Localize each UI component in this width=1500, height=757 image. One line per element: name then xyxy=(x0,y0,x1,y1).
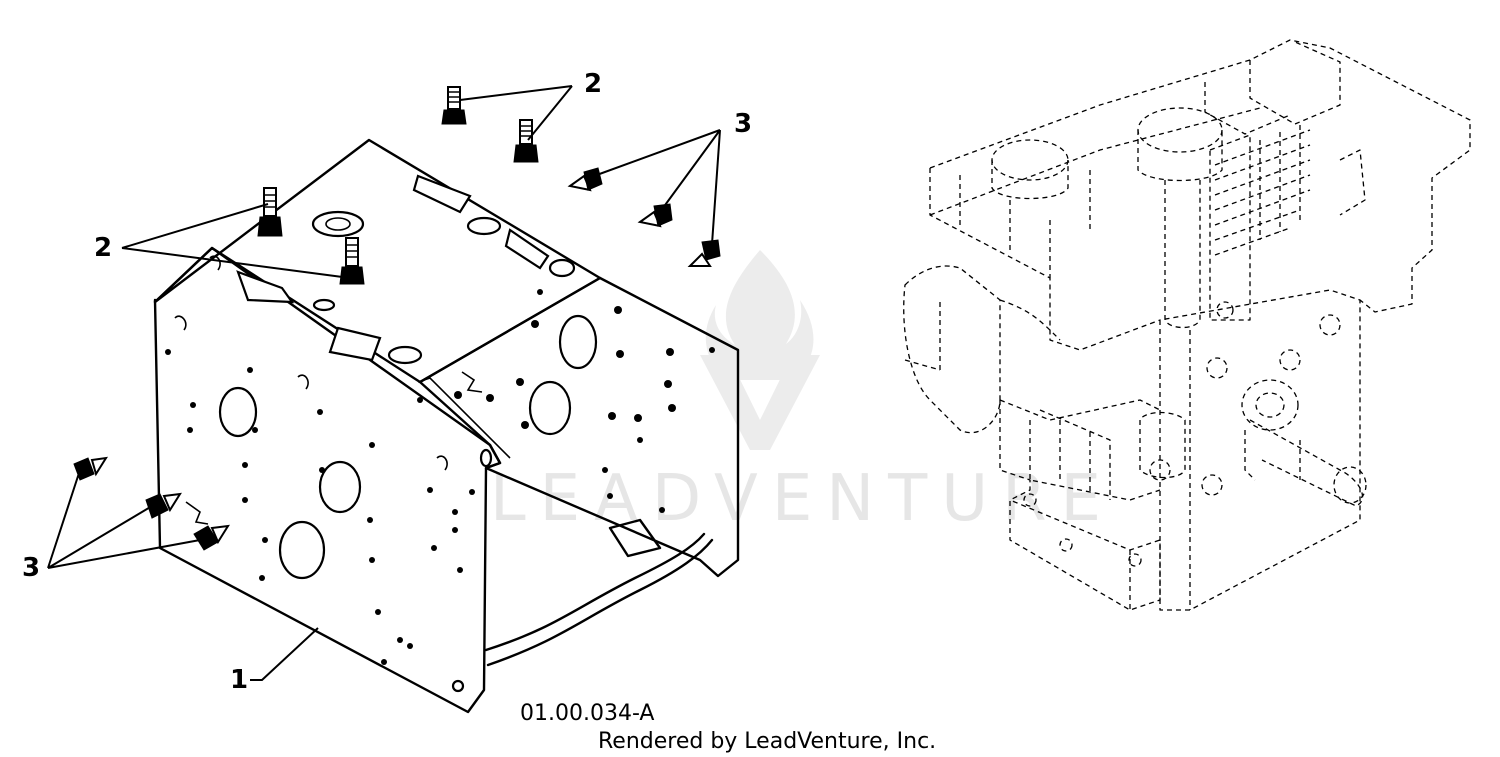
watermark-text: LEADVENTURE xyxy=(490,462,1115,536)
stud-top-1 xyxy=(441,86,467,125)
drawing-id: 01.00.034-A xyxy=(520,701,654,726)
callout-3-left: 3 xyxy=(22,553,40,583)
stud-top-2 xyxy=(513,119,539,163)
screw-left-3 xyxy=(193,524,230,551)
screw-top-1 xyxy=(567,167,603,192)
watermark-flame-logo xyxy=(700,250,820,450)
callout-1: 1 xyxy=(230,665,248,695)
leader-lines xyxy=(47,85,721,681)
stud-fasteners xyxy=(257,86,539,285)
screw-left-2 xyxy=(145,492,182,519)
left-plate-small-holes xyxy=(165,349,475,693)
callouts: 2 2 3 3 1 xyxy=(22,69,752,695)
engine-phantom-outline xyxy=(903,39,1471,611)
callout-2-top: 2 xyxy=(584,69,602,99)
screw-top-2 xyxy=(637,203,673,228)
stud-left-1 xyxy=(257,187,283,237)
right-plate-small-holes xyxy=(417,289,715,513)
stud-left-2 xyxy=(339,237,365,285)
screw-top-3 xyxy=(687,239,721,267)
callout-2-left: 2 xyxy=(94,233,112,263)
rendered-by-credit: Rendered by LeadVenture, Inc. xyxy=(598,729,936,754)
watermark: LEADVENTURE xyxy=(490,250,1115,536)
engine-mount-bracket xyxy=(153,138,740,714)
callout-3-top: 3 xyxy=(734,109,752,139)
